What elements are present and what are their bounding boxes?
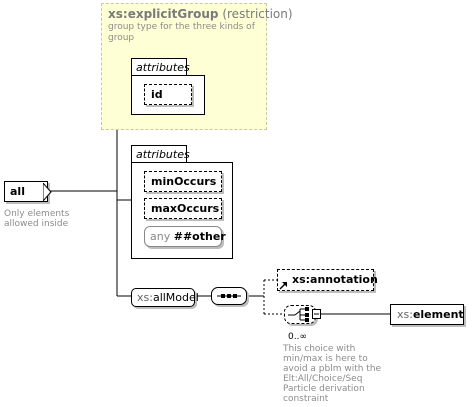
attribute-minoccurs[interactable]: minOccurs [144,171,222,192]
base-type-prefix: xs: [108,7,128,21]
element-all-doc: Only elements allowed inside [4,209,70,229]
choice-expand-icon[interactable] [312,309,321,319]
attribute-id[interactable]: id [144,84,192,105]
base-type-name: explicitGroup [127,7,219,21]
attribute-maxoccurs[interactable]: maxOccurs [144,198,222,219]
choice-icon [288,307,309,322]
choice-occurrence: 0..∞ [288,332,307,342]
base-attributes-tab: attributes [131,58,190,76]
any-attribute-label: any [150,230,171,243]
attributes-tab: attributes [131,145,190,163]
base-type-doc: group type for the three kinds of group [108,22,255,43]
choice-doc: This choice with min/max is here to avoi… [283,344,382,404]
element-all-connector-tip [43,183,52,201]
element-xs-element[interactable]: xs:element [390,304,464,325]
element-annotation[interactable]: xs:annotation [277,269,378,291]
reference-arrow-icon [279,282,287,290]
element-xs-element-name: element [412,308,464,321]
group-allmodel[interactable]: xs:allModel [131,288,199,307]
element-xs-element-prefix: xs: [397,308,413,321]
group-allmodel-name: allModel [152,291,199,304]
group-allmodel-prefix: xs: [137,291,153,304]
base-type-title: xs:explicitGroup (restriction) [108,7,293,21]
any-attribute[interactable]: any ##other [144,226,226,247]
sequence-icon [217,294,241,298]
element-all[interactable]: all [4,181,48,202]
any-attribute-namespace: ##other [173,230,226,243]
sequence-compositor[interactable] [211,287,247,305]
base-type-kind: (restriction) [222,7,293,21]
choice-compositor[interactable] [284,305,316,324]
